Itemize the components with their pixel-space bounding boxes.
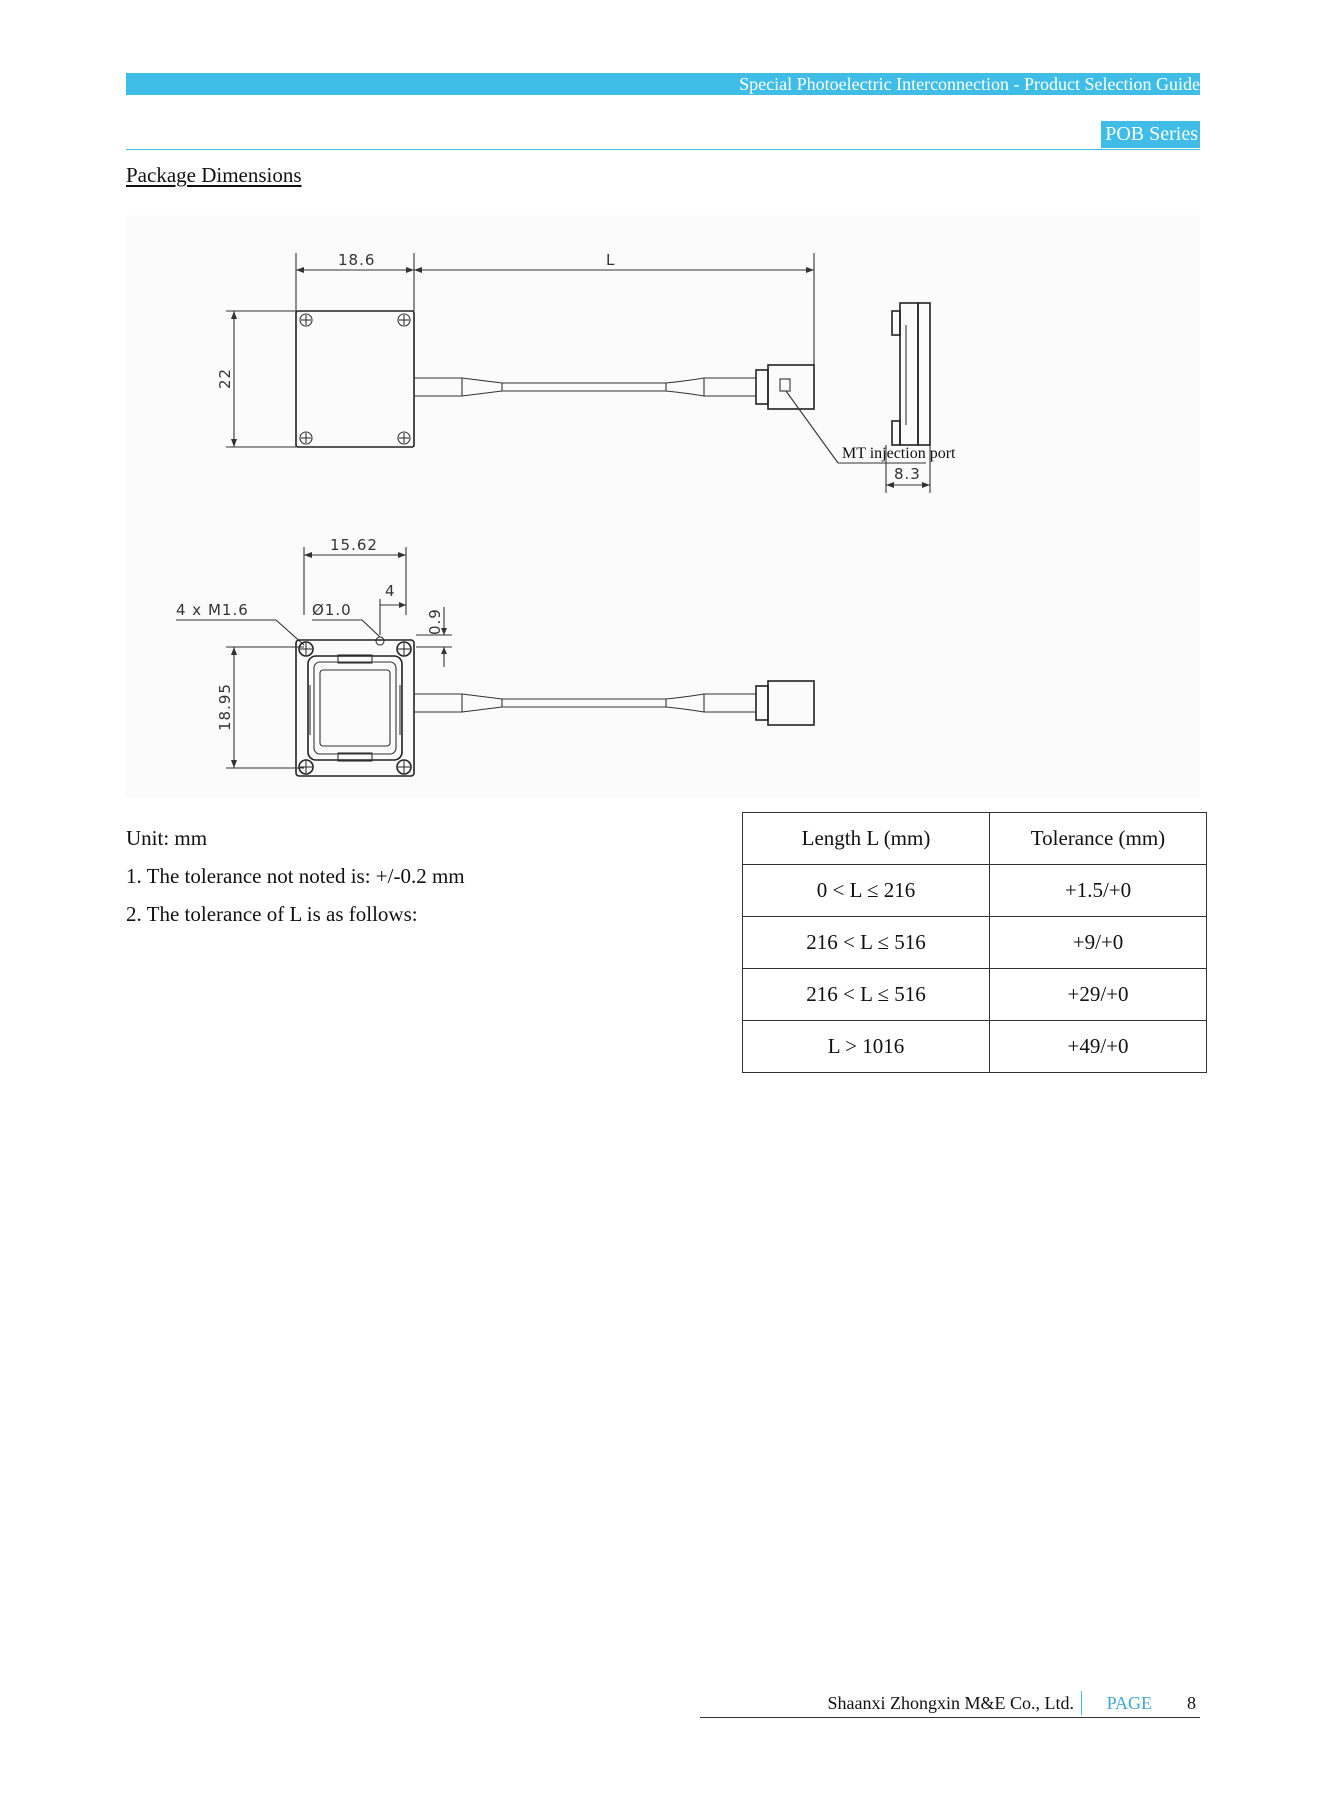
arrow: [399, 602, 406, 608]
table-header: Tolerance (mm): [989, 812, 1207, 865]
leader-line: [361, 619, 381, 638]
cable-bottom-upper: [414, 693, 756, 700]
side-view-tab: [891, 310, 901, 336]
dim-label-18-95: 18.95: [216, 683, 234, 731]
screw-icon: [299, 313, 313, 327]
note-tolerance-l: 2. The tolerance of L is as follows:: [126, 902, 418, 926]
arrow: [296, 267, 304, 273]
arrow: [231, 439, 237, 447]
mt-connector-flange: [755, 685, 769, 721]
table-cell: 216 < L ≤ 516: [742, 968, 990, 1021]
footer-page-number: 8: [1187, 1693, 1196, 1713]
socket-clip: [337, 752, 373, 762]
page-footer: Shaanxi Zhongxin M&E Co., Ltd. PAGE 8: [700, 1691, 1200, 1718]
header-bar: Special Photoelectric Interconnection - …: [126, 73, 1200, 95]
module-body-bottom: [295, 639, 415, 777]
arrow: [398, 552, 406, 558]
dim-label-18-6: 18.6: [338, 251, 375, 269]
arrow: [406, 267, 414, 273]
alignment-hole: [375, 636, 385, 646]
dim-label-0-9: 0.9: [426, 608, 444, 635]
tolerance-table: Length L (mm) Tolerance (mm) 0 < L ≤ 216…: [742, 812, 1207, 1073]
package-drawing: 18.6 L 22: [126, 215, 1200, 797]
cable-top-upper: [414, 377, 756, 384]
dim-label-l: L: [606, 251, 615, 269]
table-cell: L > 1016: [742, 1020, 990, 1073]
series-tag: POB Series: [1101, 121, 1200, 148]
section-title: Package Dimensions: [126, 163, 302, 187]
arrow: [441, 647, 447, 654]
table-row: L > 1016 +49/+0: [742, 1020, 1207, 1073]
mt-connector-flange: [755, 369, 769, 405]
table-cell: 0 < L ≤ 216: [742, 864, 990, 917]
dim-label-4: 4: [385, 582, 396, 600]
dim-label-8-3: 8.3: [894, 465, 921, 483]
arrow: [231, 647, 237, 655]
screw-icon: [396, 759, 412, 775]
footer-company: Shaanxi Zhongxin M&E Co., Ltd.: [827, 1693, 1075, 1713]
screw-icon: [298, 759, 314, 775]
socket-frame-inner: [319, 669, 391, 747]
table-row: 216 < L ≤ 516 +29/+0: [742, 968, 1207, 1021]
arrow: [231, 760, 237, 768]
arrow: [922, 482, 930, 488]
header-title: Special Photoelectric Interconnection - …: [739, 74, 1200, 94]
leader-line: [275, 619, 305, 646]
side-view-lid: [917, 302, 931, 446]
arrow: [304, 552, 312, 558]
side-view-body: [899, 302, 919, 446]
mt-connector-bottom: [767, 680, 815, 726]
note-tolerance-default: 1. The tolerance not noted is: +/-0.2 mm: [126, 864, 465, 888]
package-drawing-svg: 18.6 L 22: [176, 251, 956, 777]
arrow: [231, 311, 237, 319]
table-header-row: Length L (mm) Tolerance (mm): [742, 812, 1207, 865]
callout-mt-injection-port: MT injection port: [842, 445, 956, 462]
table-cell: +29/+0: [989, 968, 1207, 1021]
dim-label-22: 22: [216, 368, 234, 389]
dim-label-hole: Ø1.0: [312, 601, 352, 619]
dim-label-15-62: 15.62: [330, 536, 378, 554]
table-cell: +1.5/+0: [989, 864, 1207, 917]
table-header: Length L (mm): [742, 812, 990, 865]
screw-icon: [298, 641, 314, 657]
table-row: 216 < L ≤ 516 +9/+0: [742, 916, 1207, 969]
cable-top-lower: [414, 390, 756, 397]
arrow: [806, 267, 814, 273]
module-body-top: [295, 310, 415, 448]
socket-frame-mid: [313, 661, 397, 755]
note-unit: Unit: mm: [126, 826, 208, 850]
arrow: [886, 482, 894, 488]
cable-bottom-lower: [414, 706, 756, 713]
mt-connector-top: [767, 364, 815, 410]
table-cell: 216 < L ≤ 516: [742, 916, 990, 969]
table-row: 0 < L ≤ 216 +1.5/+0: [742, 864, 1207, 917]
socket-frame-outer: [307, 655, 403, 761]
footer-page-label: PAGE: [1106, 1693, 1152, 1713]
table-cell: +9/+0: [989, 916, 1207, 969]
dim-label-screws: 4 x M1.6: [176, 601, 249, 619]
mt-port-window: [779, 378, 791, 392]
socket-clip: [337, 654, 373, 664]
table-cell: +49/+0: [989, 1020, 1207, 1073]
arrow: [441, 628, 447, 635]
screw-icon: [299, 431, 313, 445]
screw-icon: [397, 313, 411, 327]
leader-line: [785, 390, 839, 464]
screw-icon: [396, 641, 412, 657]
arrow: [414, 267, 422, 273]
footer-divider: [1081, 1691, 1082, 1715]
dimension-notes: Unit: mm 1. The tolerance not noted is: …: [126, 824, 465, 938]
screw-icon: [397, 431, 411, 445]
header-rule: [126, 149, 1200, 150]
side-view-tab: [891, 420, 901, 446]
